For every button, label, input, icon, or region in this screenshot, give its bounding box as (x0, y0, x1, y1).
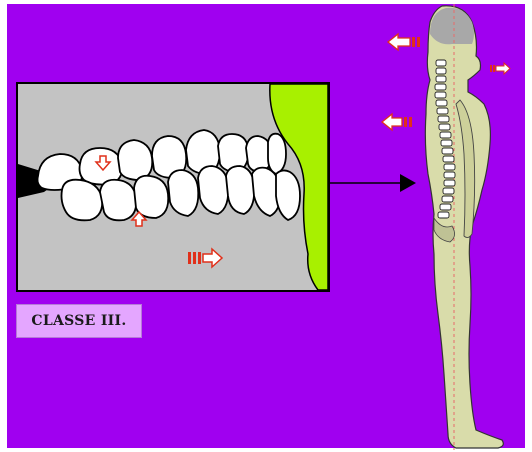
teeth-illustration (18, 84, 328, 290)
dental-occlusion-panel (16, 82, 330, 292)
class-label: CLASSE III. (16, 304, 142, 338)
human-spine-figure (372, 4, 532, 450)
force-arrow-icon (188, 249, 222, 267)
force-arrow-icon (382, 114, 412, 130)
force-arrow-icon (490, 63, 510, 74)
force-arrow-icon (388, 34, 420, 50)
head (430, 8, 474, 45)
